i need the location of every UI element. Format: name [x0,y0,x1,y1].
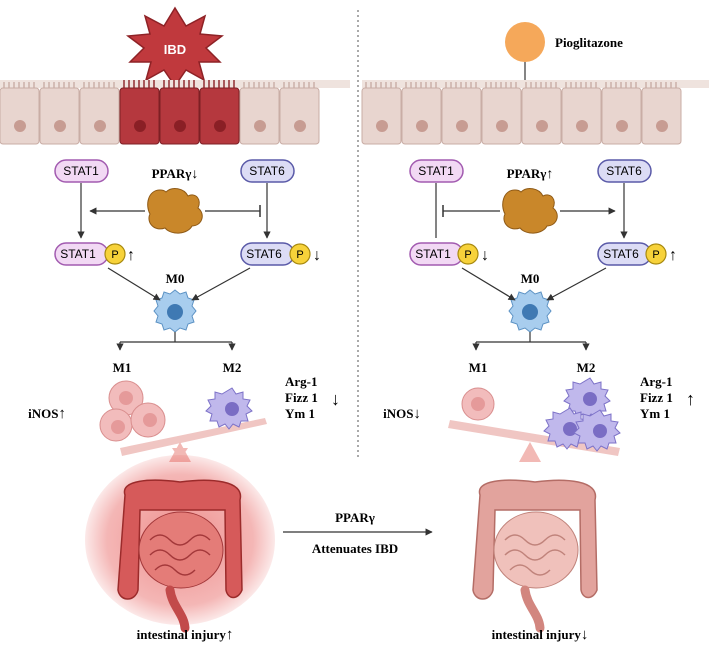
svg-text:Arg-1: Arg-1 [640,374,673,389]
ppar-protein-right [502,188,558,234]
m0-label-right: M0 [521,271,540,286]
svg-text:↑: ↑ [669,247,677,264]
stat1-node-right: STAT1 [409,159,464,183]
svg-text:P: P [296,249,303,261]
cell-nucleus [14,120,26,132]
epithelial-cell-inflamed [199,87,240,145]
drug-label: Pioglitazone [555,35,623,50]
stat6-label: STAT6 [249,164,285,178]
svg-text:STAT6: STAT6 [603,247,639,261]
m2-cells-right [543,377,621,452]
epithelial-cell-inflamed [159,87,200,145]
m1-cells-right [461,387,495,421]
pioglitazone-drug: Pioglitazone [505,22,623,62]
cell-nucleus [496,120,508,132]
svg-text:STAT1: STAT1 [418,164,454,178]
stat1-label: STAT1 [63,164,99,178]
m2-label-right: M2 [577,360,596,375]
stat1-phospho-right: STAT1 P ↓ [409,242,489,266]
center-line1: PPARγ [335,510,375,525]
epithelial-cell [561,87,602,145]
epithelial-cell [361,87,402,145]
m0-label-left: M0 [166,271,185,286]
m0-macrophage-left [153,289,197,333]
m0-macrophage-right [508,289,552,333]
epithelial-cell [39,87,80,145]
epithelium-left [0,80,350,145]
stat6-node-left: STAT6 [240,159,295,183]
center-line2: Attenuates IBD [312,541,398,556]
cell-nucleus [416,120,428,132]
svg-text:Arg-1: Arg-1 [285,374,318,389]
epithelial-cell [279,87,320,145]
inos-label-left: iNOS↑ [28,406,66,422]
ppar-protein-left [147,188,203,234]
svg-text:P: P [111,249,118,261]
intestine-inflamed [85,455,275,633]
svg-text:Ym 1: Ym 1 [640,406,670,421]
cell-nucleus [294,120,306,132]
stat1-phospho-left: STAT1 P ↑ [54,242,135,266]
m1-label-left: M1 [113,360,132,375]
epithelial-cell [441,87,482,145]
svg-text:P: P [652,249,659,261]
epithelial-cell-inflamed [119,87,160,145]
epithelial-cell [401,87,442,145]
epithelium-right [361,80,709,145]
svg-text:STAT6: STAT6 [606,164,642,178]
cell-nucleus [656,120,668,132]
svg-text:↑: ↑ [686,389,695,409]
svg-text:STAT1: STAT1 [60,247,96,261]
stat6-phospho-right: STAT6 P ↑ [597,242,677,266]
ibd-label: IBD [164,42,186,57]
cell-nucleus [456,120,468,132]
ppar-label-right: PPARγ↑ [507,166,554,182]
svg-text:↓: ↓ [313,247,321,264]
cell-nucleus [254,120,266,132]
cell-nucleus [376,120,388,132]
injury-label-left: intestinal injury↑ [137,627,234,643]
svg-text:STAT1: STAT1 [415,247,451,261]
stat1-node-left: STAT1 [54,159,109,183]
stat6-node-right: STAT6 [597,159,652,183]
m2-cells-left [205,387,253,430]
cell-nucleus [134,120,146,132]
epithelial-cell [601,87,642,145]
ibd-starburst: IBD [125,6,225,88]
intestine-healthy [472,479,598,633]
inos-label-right: iNOS↓ [383,406,421,422]
injury-label-right: intestinal injury↓ [492,627,589,643]
stat6-phospho-left: STAT6 P ↓ [240,242,321,266]
m2-markers-left: Arg-1 Fizz 1 Ym 1 ↓ [285,374,340,421]
epithelial-cell [79,87,120,145]
svg-text:STAT6: STAT6 [246,247,282,261]
cell-nucleus [576,120,588,132]
epithelial-cell [481,87,522,145]
epithelial-cell [239,87,280,145]
svg-text:Fizz 1: Fizz 1 [640,390,673,405]
m2-markers-right: Arg-1 Fizz 1 Ym 1 ↑ [640,374,695,421]
svg-text:Ym 1: Ym 1 [285,406,315,421]
cell-nucleus [94,120,106,132]
epithelial-cell [521,87,562,145]
cell-nucleus [174,120,186,132]
m2-label-left: M2 [223,360,242,375]
cell-nucleus [536,120,548,132]
m1-cells-left [99,380,166,442]
svg-text:Fizz 1: Fizz 1 [285,390,318,405]
svg-text:↓: ↓ [481,247,489,264]
svg-text:↓: ↓ [331,389,340,409]
ppar-label-left: PPARγ↓ [152,166,199,182]
svg-text:↑: ↑ [127,247,135,264]
cell-nucleus [54,120,66,132]
svg-text:P: P [464,249,471,261]
epithelial-cell [0,87,40,145]
m1-label-right: M1 [469,360,488,375]
cell-nucleus [214,120,226,132]
epithelial-cell [641,87,682,145]
cell-nucleus [616,120,628,132]
